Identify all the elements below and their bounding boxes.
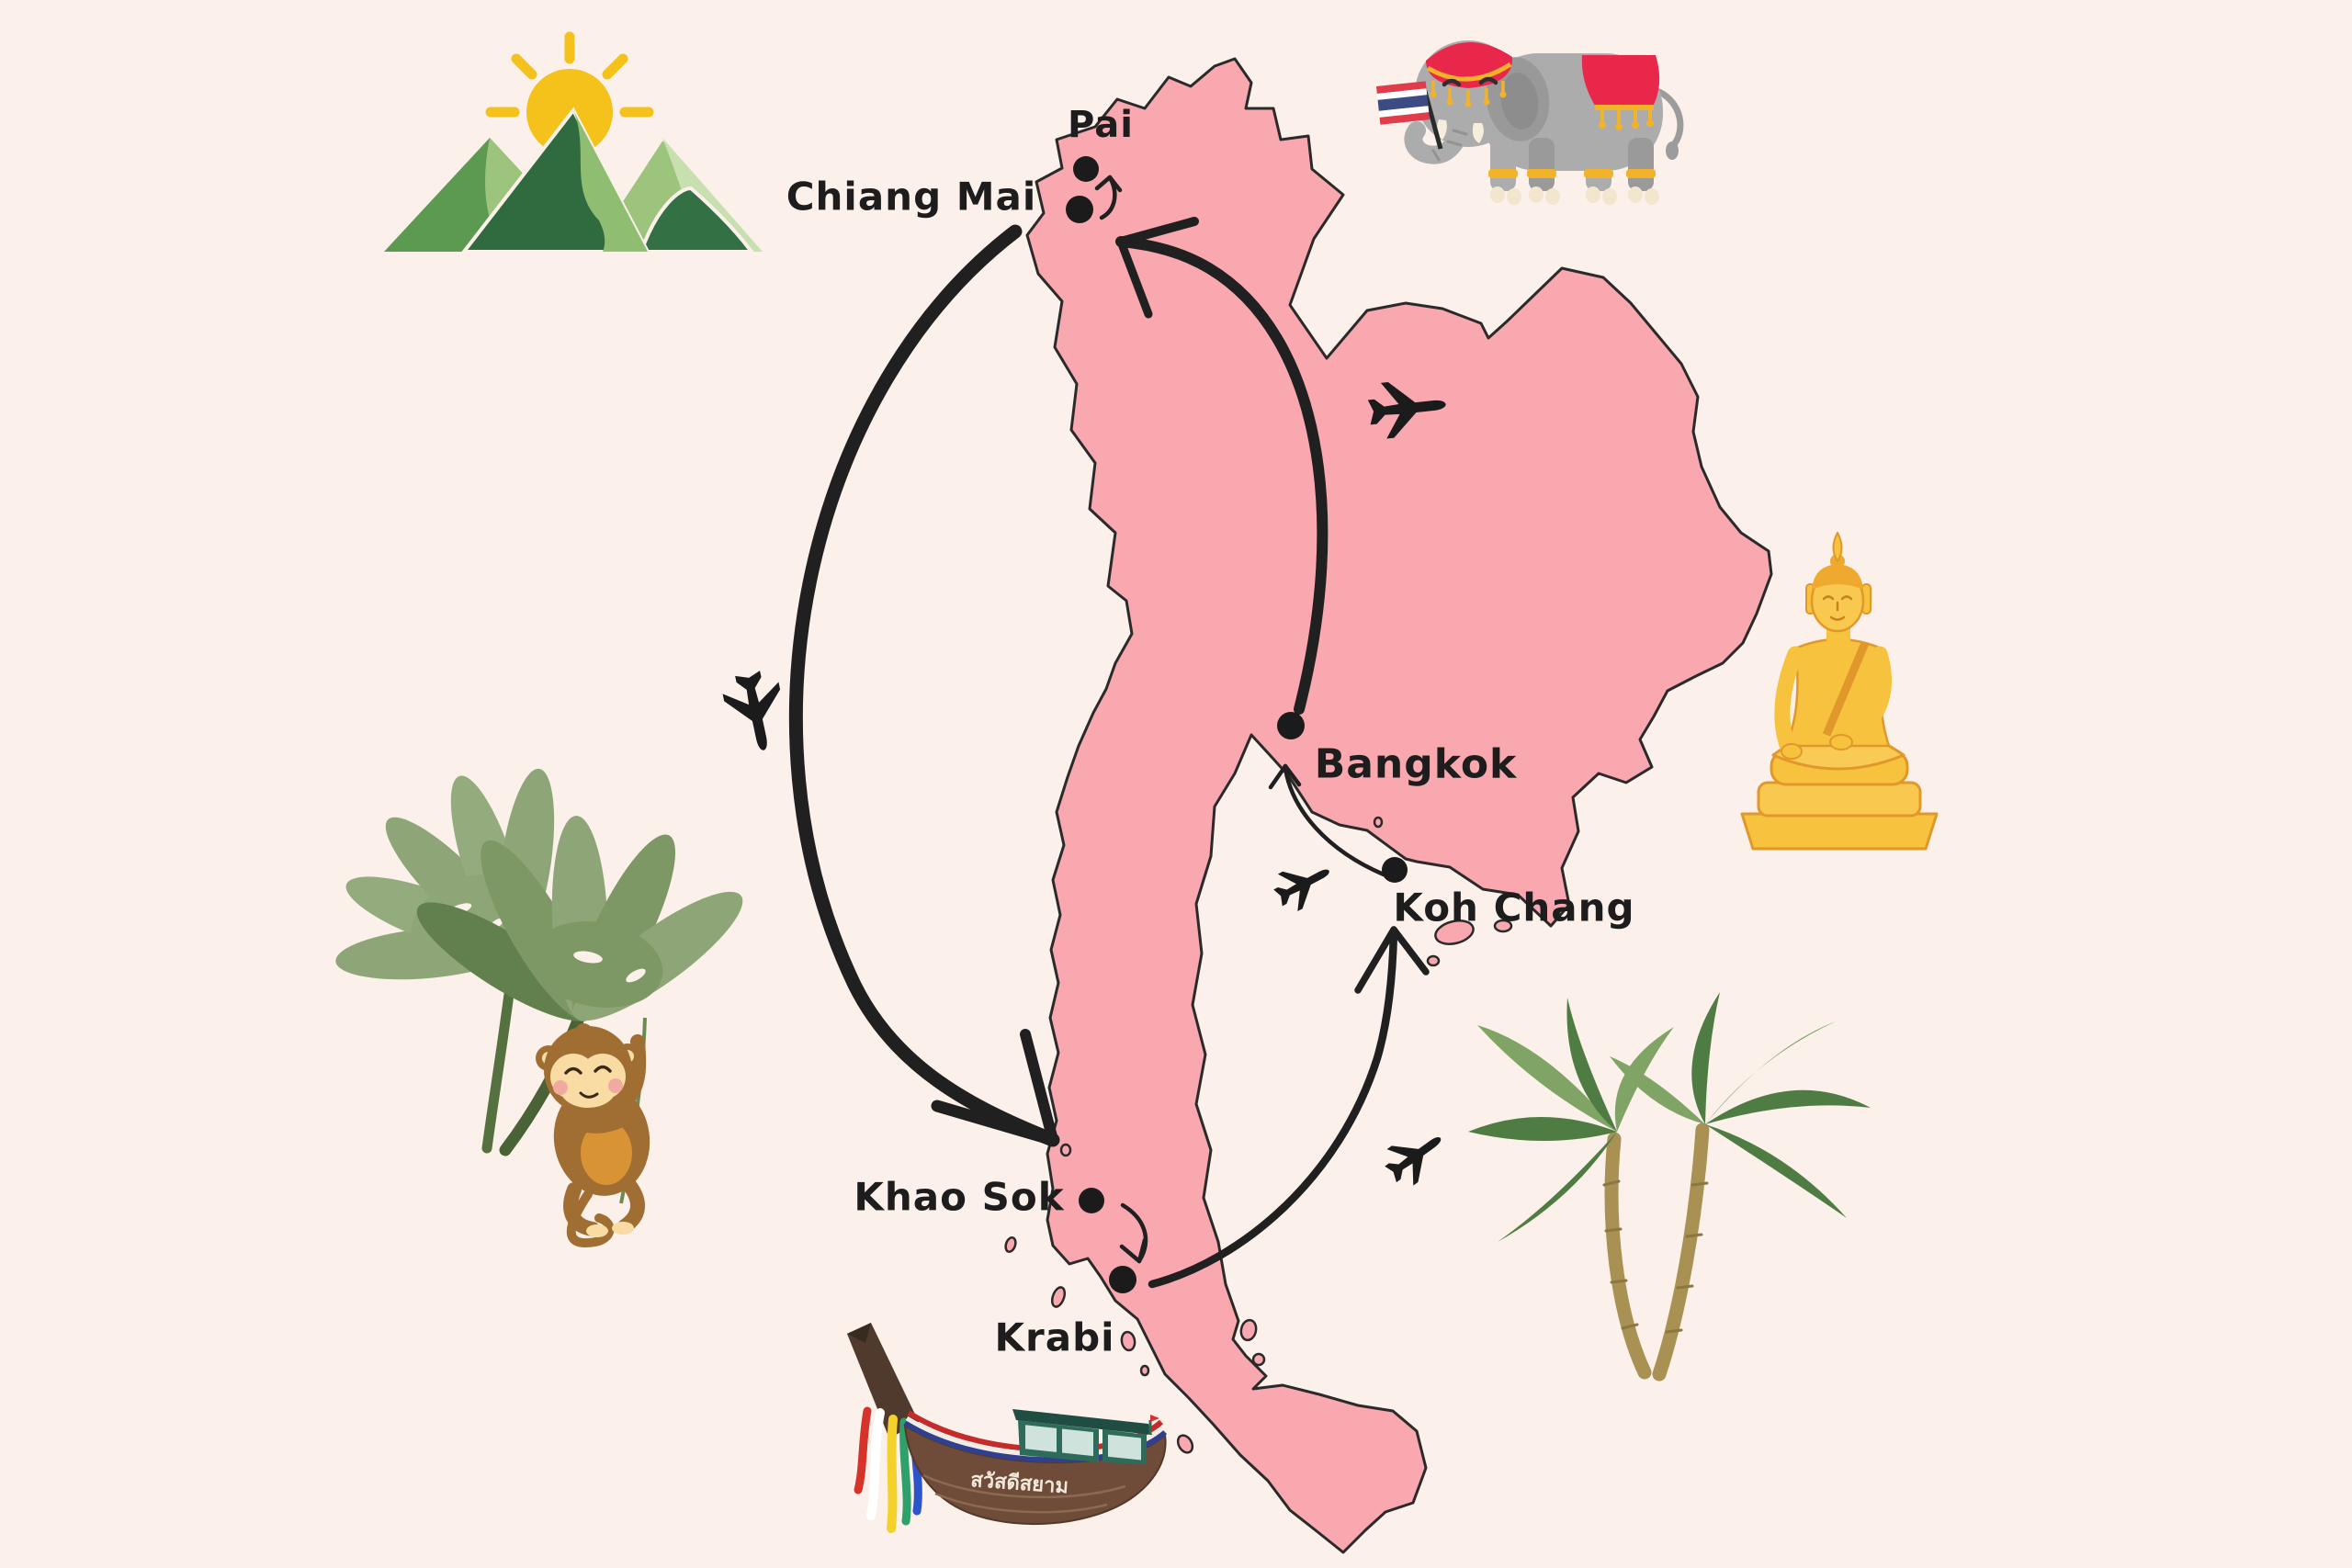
city-dot-chiang-mai: [1066, 196, 1093, 223]
city-label-koh-chang: Koh Chang: [1393, 885, 1635, 931]
city-label-pai: Pai: [1068, 104, 1134, 146]
monstera-leaf-right: [416, 816, 743, 1021]
islands: [1004, 816, 1513, 1454]
arrow-krabi-to-kohchang: [1148, 926, 1430, 1289]
city-dots: [1066, 156, 1408, 1293]
arrow-chiangmai-to-pai: [1094, 175, 1123, 220]
elephant-thai-flag-icon: [1376, 40, 1684, 205]
city-label-khao-sok: Khao Sok: [854, 1174, 1065, 1220]
longtail-boat-icon: สวัสดีสยาม: [847, 1323, 1168, 1533]
arrow-bangkok-to-chiangmai: [1115, 217, 1329, 715]
city-dot-khao-sok: [1079, 1188, 1104, 1213]
city-dot-pai: [1073, 156, 1099, 182]
thailand-mainland: [1025, 57, 1773, 1554]
airplane-icon: [1273, 869, 1329, 912]
city-label-krabi: Krabi: [994, 1314, 1115, 1360]
palm-fronds: [1468, 992, 1871, 1242]
airplane-icon: [1385, 1136, 1442, 1186]
thailand-map-shape: [1004, 57, 1773, 1554]
thai-flag-icon: [1376, 81, 1430, 125]
airplane-icon: [722, 671, 781, 750]
boat-canopy: [1012, 1409, 1159, 1464]
golden-buddha-icon: [1740, 532, 1939, 851]
city-dot-krabi: [1109, 1266, 1136, 1293]
monkey: [536, 1023, 650, 1247]
city-label-chiang-mai: Chiang Mai: [786, 174, 1037, 220]
city-label-bangkok: Bangkok: [1314, 740, 1518, 788]
arrow-khaosok-to-krabi: [1119, 1202, 1148, 1264]
route-arrows: [788, 175, 1430, 1289]
airplane-icon: [1367, 382, 1446, 439]
city-dot-koh-chang: [1382, 857, 1408, 883]
arrow-kohchang-to-bangkok: [1268, 763, 1386, 877]
mountains-sun-icon: [384, 31, 767, 254]
airplanes: [722, 382, 1446, 1186]
palm-trees-icon: [1468, 992, 1871, 1382]
boat-ribbons: [854, 1406, 922, 1533]
monstera-monkey-icon: [335, 768, 743, 1247]
city-dot-bangkok: [1277, 712, 1305, 739]
arrow-chiangmai-to-khaosok: [788, 224, 1060, 1147]
